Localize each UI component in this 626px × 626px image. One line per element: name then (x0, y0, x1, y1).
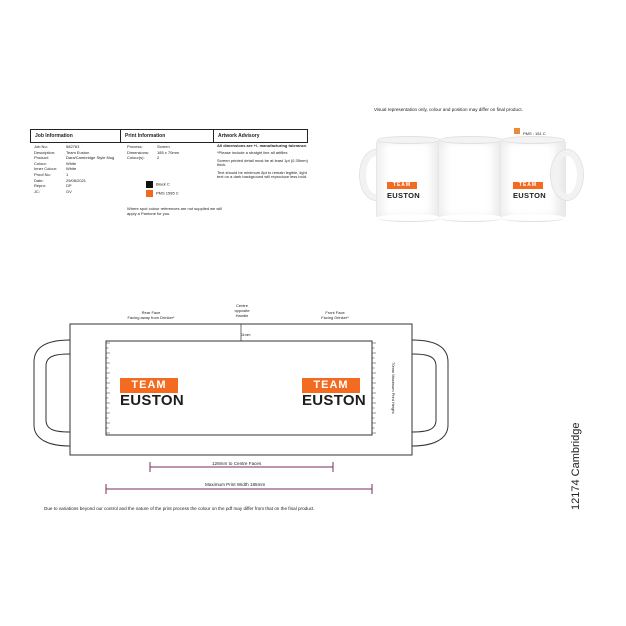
advisory-3: Screen printed detail must be at least 1… (217, 157, 308, 168)
mug-handle-right (551, 150, 583, 200)
print-row-value: 2 (157, 155, 160, 161)
centre-dimension: 128mm to Centre Faces (212, 461, 262, 466)
print-row-value: 185 x 70mm (157, 149, 180, 155)
advisory-1: All dimensions are +/- manufacturing tol… (217, 143, 308, 148)
colour-swatches: Black C PMS 1585 C (146, 181, 179, 199)
pantone-note: Where spot colour references are not sup… (127, 206, 222, 216)
job-row: Date: 29/08/2021 (34, 178, 114, 184)
visual-note: Visual representation only, colour and p… (374, 107, 523, 112)
job-row-key: Job No: (34, 144, 48, 149)
width-dimension: Maximum Print Width 185mm (205, 482, 266, 487)
rear-logo: TEAM EUSTON (120, 378, 185, 409)
footer-note: Due to variations beyond our control and… (44, 506, 315, 511)
mug-previews: TEAM EUSTON TEAM EUSTON (360, 132, 583, 222)
job-info-header: Job Information (31, 130, 121, 142)
print-info-header: Print Information (121, 130, 214, 142)
mug-left-logo: TEAM EUSTON (387, 182, 420, 200)
side-code: 12174 Cambridge (570, 422, 582, 510)
artwork-advisory: All dimensions are +/- manufacturing tol… (217, 143, 312, 180)
front-logo: TEAM EUSTON (302, 378, 367, 409)
job-row-value: White (66, 166, 77, 172)
job-row-key: Date: (34, 177, 44, 183)
job-row-key: Proof No: (34, 171, 51, 177)
job-row: Repro: DP (34, 183, 114, 189)
print-row: Colour(s): 2 (127, 155, 179, 161)
colour-swatch (146, 181, 153, 188)
print-row-key: Process: (127, 144, 143, 149)
advisory-2: *Please include a straight line all artf… (217, 150, 288, 156)
print-row-key: Colour(s): (127, 155, 145, 161)
print-row-key: Dimensions: (127, 149, 150, 155)
job-row-value: 1 (66, 171, 69, 177)
job-row-key: Product: (34, 155, 49, 161)
job-row-key: Repro: (34, 183, 47, 189)
info-table-header: Job Information Print Information Artwor… (30, 129, 308, 143)
top-dimension: 11mm (241, 333, 251, 337)
height-dimension: 70mm Maximum Print Height (390, 362, 396, 414)
job-row-value: Team Euston (66, 149, 90, 155)
centre-label: Centre opposite Handle (234, 303, 250, 318)
job-row-value: 29/08/2021 (66, 177, 87, 183)
pms-label: PMS : 151 C (523, 131, 546, 136)
colour-label: Black C (156, 181, 170, 187)
colour-swatch-row: PMS 1585 C (146, 190, 179, 197)
print-row-value: Screen (157, 144, 170, 149)
print-row: Dimensions: 185 x 70mm (127, 150, 179, 156)
job-row-key: Inner Colour: (34, 166, 58, 172)
job-row-key: Colour: (34, 160, 47, 166)
artwork-advisory-header: Artwork Advisory (218, 133, 260, 139)
job-row: Inner Colour: White (34, 166, 114, 172)
job-row-value: GV (66, 188, 72, 194)
job-row-value: Dara/Cambridge Style Mug (66, 155, 115, 161)
advisory-4: Text should be minimum 8pt to remain leg… (217, 169, 308, 180)
rear-face-label: Rear Face Facing away from Drinker* (127, 310, 175, 320)
job-row: Colour: White (34, 161, 114, 167)
colour-label: PMS 1585 C (156, 190, 179, 196)
print-row: Process: Screen (127, 144, 179, 150)
job-row-key: Description: (34, 149, 56, 155)
job-row: JC: GV (34, 189, 114, 195)
colour-swatch-row: Black C (146, 181, 179, 188)
job-row: Job No: 582763 (34, 144, 114, 150)
mug-right-logo: TEAM EUSTON (513, 182, 546, 200)
pms-swatch (514, 127, 520, 134)
job-row: Proof No: 1 (34, 172, 114, 178)
job-row-value: White (66, 160, 77, 166)
job-row-value: DP (66, 183, 72, 189)
job-row: Product: Dara/Cambridge Style Mug (34, 155, 114, 161)
job-row-value: 582763 (66, 144, 80, 149)
pms-legend: PMS : 151 C (514, 122, 546, 140)
job-row-key: JC: (34, 188, 40, 194)
front-face-label: Front Face Facing Drinker* (321, 310, 349, 320)
job-row: Description: Team Euston (34, 150, 114, 156)
colour-swatch (146, 190, 153, 197)
